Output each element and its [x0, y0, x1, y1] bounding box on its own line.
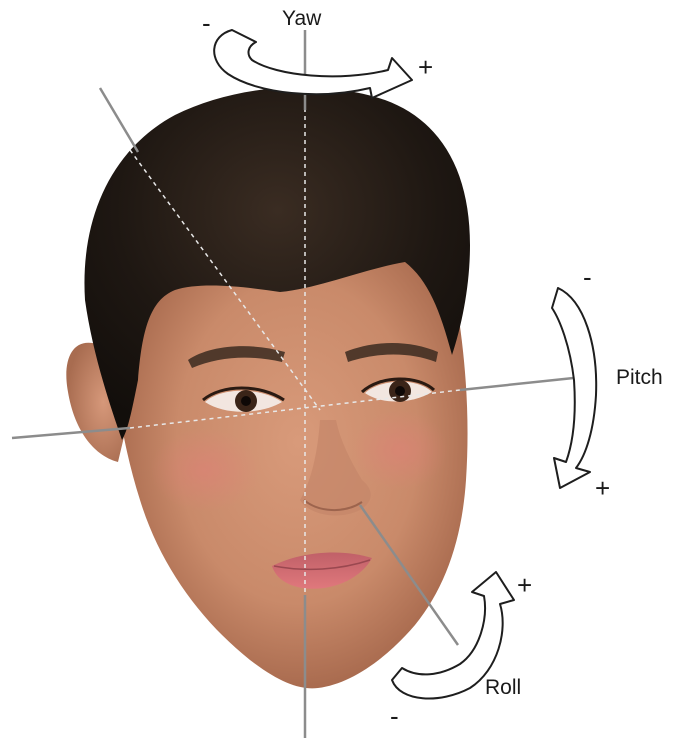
left-cheek	[150, 428, 260, 512]
pitch-arrow	[552, 288, 596, 488]
pitch-minus-sign: -	[583, 264, 592, 290]
roll-label: Roll	[485, 677, 521, 698]
pitch-axis-right	[460, 377, 583, 390]
roll-axis-top	[100, 88, 138, 152]
head-illustration	[66, 87, 470, 688]
yaw-label: Yaw	[282, 8, 321, 29]
roll-minus-sign: -	[390, 703, 399, 729]
right-cheek	[352, 410, 448, 490]
yaw-minus-sign: -	[202, 10, 211, 36]
yaw-arrow	[214, 30, 412, 98]
pitch-plus-sign: +	[595, 475, 610, 501]
yaw-plus-sign: +	[418, 54, 433, 80]
pitch-label: Pitch	[616, 367, 663, 388]
roll-plus-sign: +	[517, 572, 532, 598]
